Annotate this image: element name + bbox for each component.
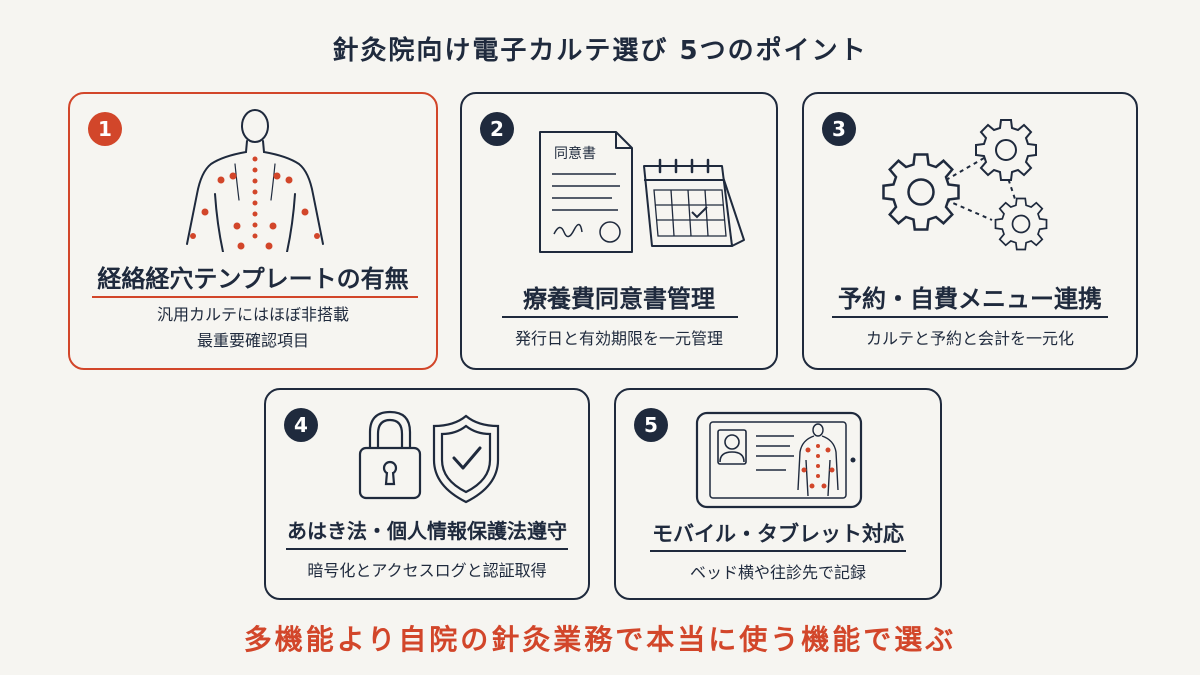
consent-document-calendar-icon: 同意書 bbox=[539, 131, 745, 253]
connected-gears-icon bbox=[882, 119, 1048, 251]
summary-footer: 多機能より自院の針灸業務で本当に使う機能で選ぶ bbox=[243, 623, 957, 656]
point-card-5: 5 モバイル・タブレット対応 ベッド横や往診先で記録 bbox=[614, 388, 942, 600]
point-description-line-1: ベッド横や往診先で記録 bbox=[689, 563, 866, 582]
point-number-badge: 2 bbox=[480, 112, 514, 146]
document-label: 同意書 bbox=[554, 145, 596, 162]
point-number-badge: 1 bbox=[88, 112, 122, 146]
point-heading: あはき法・個人情報保護法遵守 bbox=[287, 519, 567, 543]
point-description-line-1: 発行日と有効期限を一元管理 bbox=[514, 329, 723, 348]
point-card-2: 2 同意書 療養費同意書管理 発行日と有効期限を一元管 bbox=[460, 92, 778, 370]
body-acupoints-icon bbox=[186, 109, 324, 252]
point-description-line-1: カルテと予約と会計を一元化 bbox=[865, 329, 1074, 348]
point-card-1: 1 経絡経穴テンプレートの有無 汎用カルテにはほぼ非搭載 最重要確認項目 bbox=[68, 92, 438, 370]
point-number-badge: 5 bbox=[634, 408, 668, 442]
point-description-line-1: 暗号化とアクセスログと認証取得 bbox=[307, 561, 547, 580]
point-heading: 予約・自費メニュー連携 bbox=[838, 285, 1102, 313]
point-heading: 経絡経穴テンプレートの有無 bbox=[97, 265, 409, 293]
point-number-badge: 3 bbox=[822, 112, 856, 146]
heading-underline bbox=[832, 316, 1108, 318]
point-description-line-1: 汎用カルテにはほぼ非搭載 bbox=[156, 305, 349, 324]
tablet-icon bbox=[695, 411, 863, 509]
point-card-4: 4 あはき法・個人情報保護法遵守 暗号化とアクセスログと認証取得 bbox=[264, 388, 590, 600]
heading-underline bbox=[92, 296, 418, 298]
lock-shield-icon bbox=[358, 410, 500, 504]
point-heading: 療養費同意書管理 bbox=[523, 285, 715, 313]
point-description-line-2: 最重要確認項目 bbox=[196, 331, 309, 350]
heading-underline bbox=[502, 316, 738, 318]
heading-underline bbox=[286, 548, 568, 550]
point-card-3: 3 予約・自費メニュー連携 カルテと予約と会計を一元化 bbox=[802, 92, 1138, 370]
point-heading: モバイル・タブレット対応 bbox=[652, 522, 904, 546]
page-title: 針灸院向け電子カルテ選び 5つのポイント bbox=[332, 36, 868, 66]
heading-underline bbox=[650, 550, 906, 552]
point-number-badge: 4 bbox=[284, 408, 318, 442]
